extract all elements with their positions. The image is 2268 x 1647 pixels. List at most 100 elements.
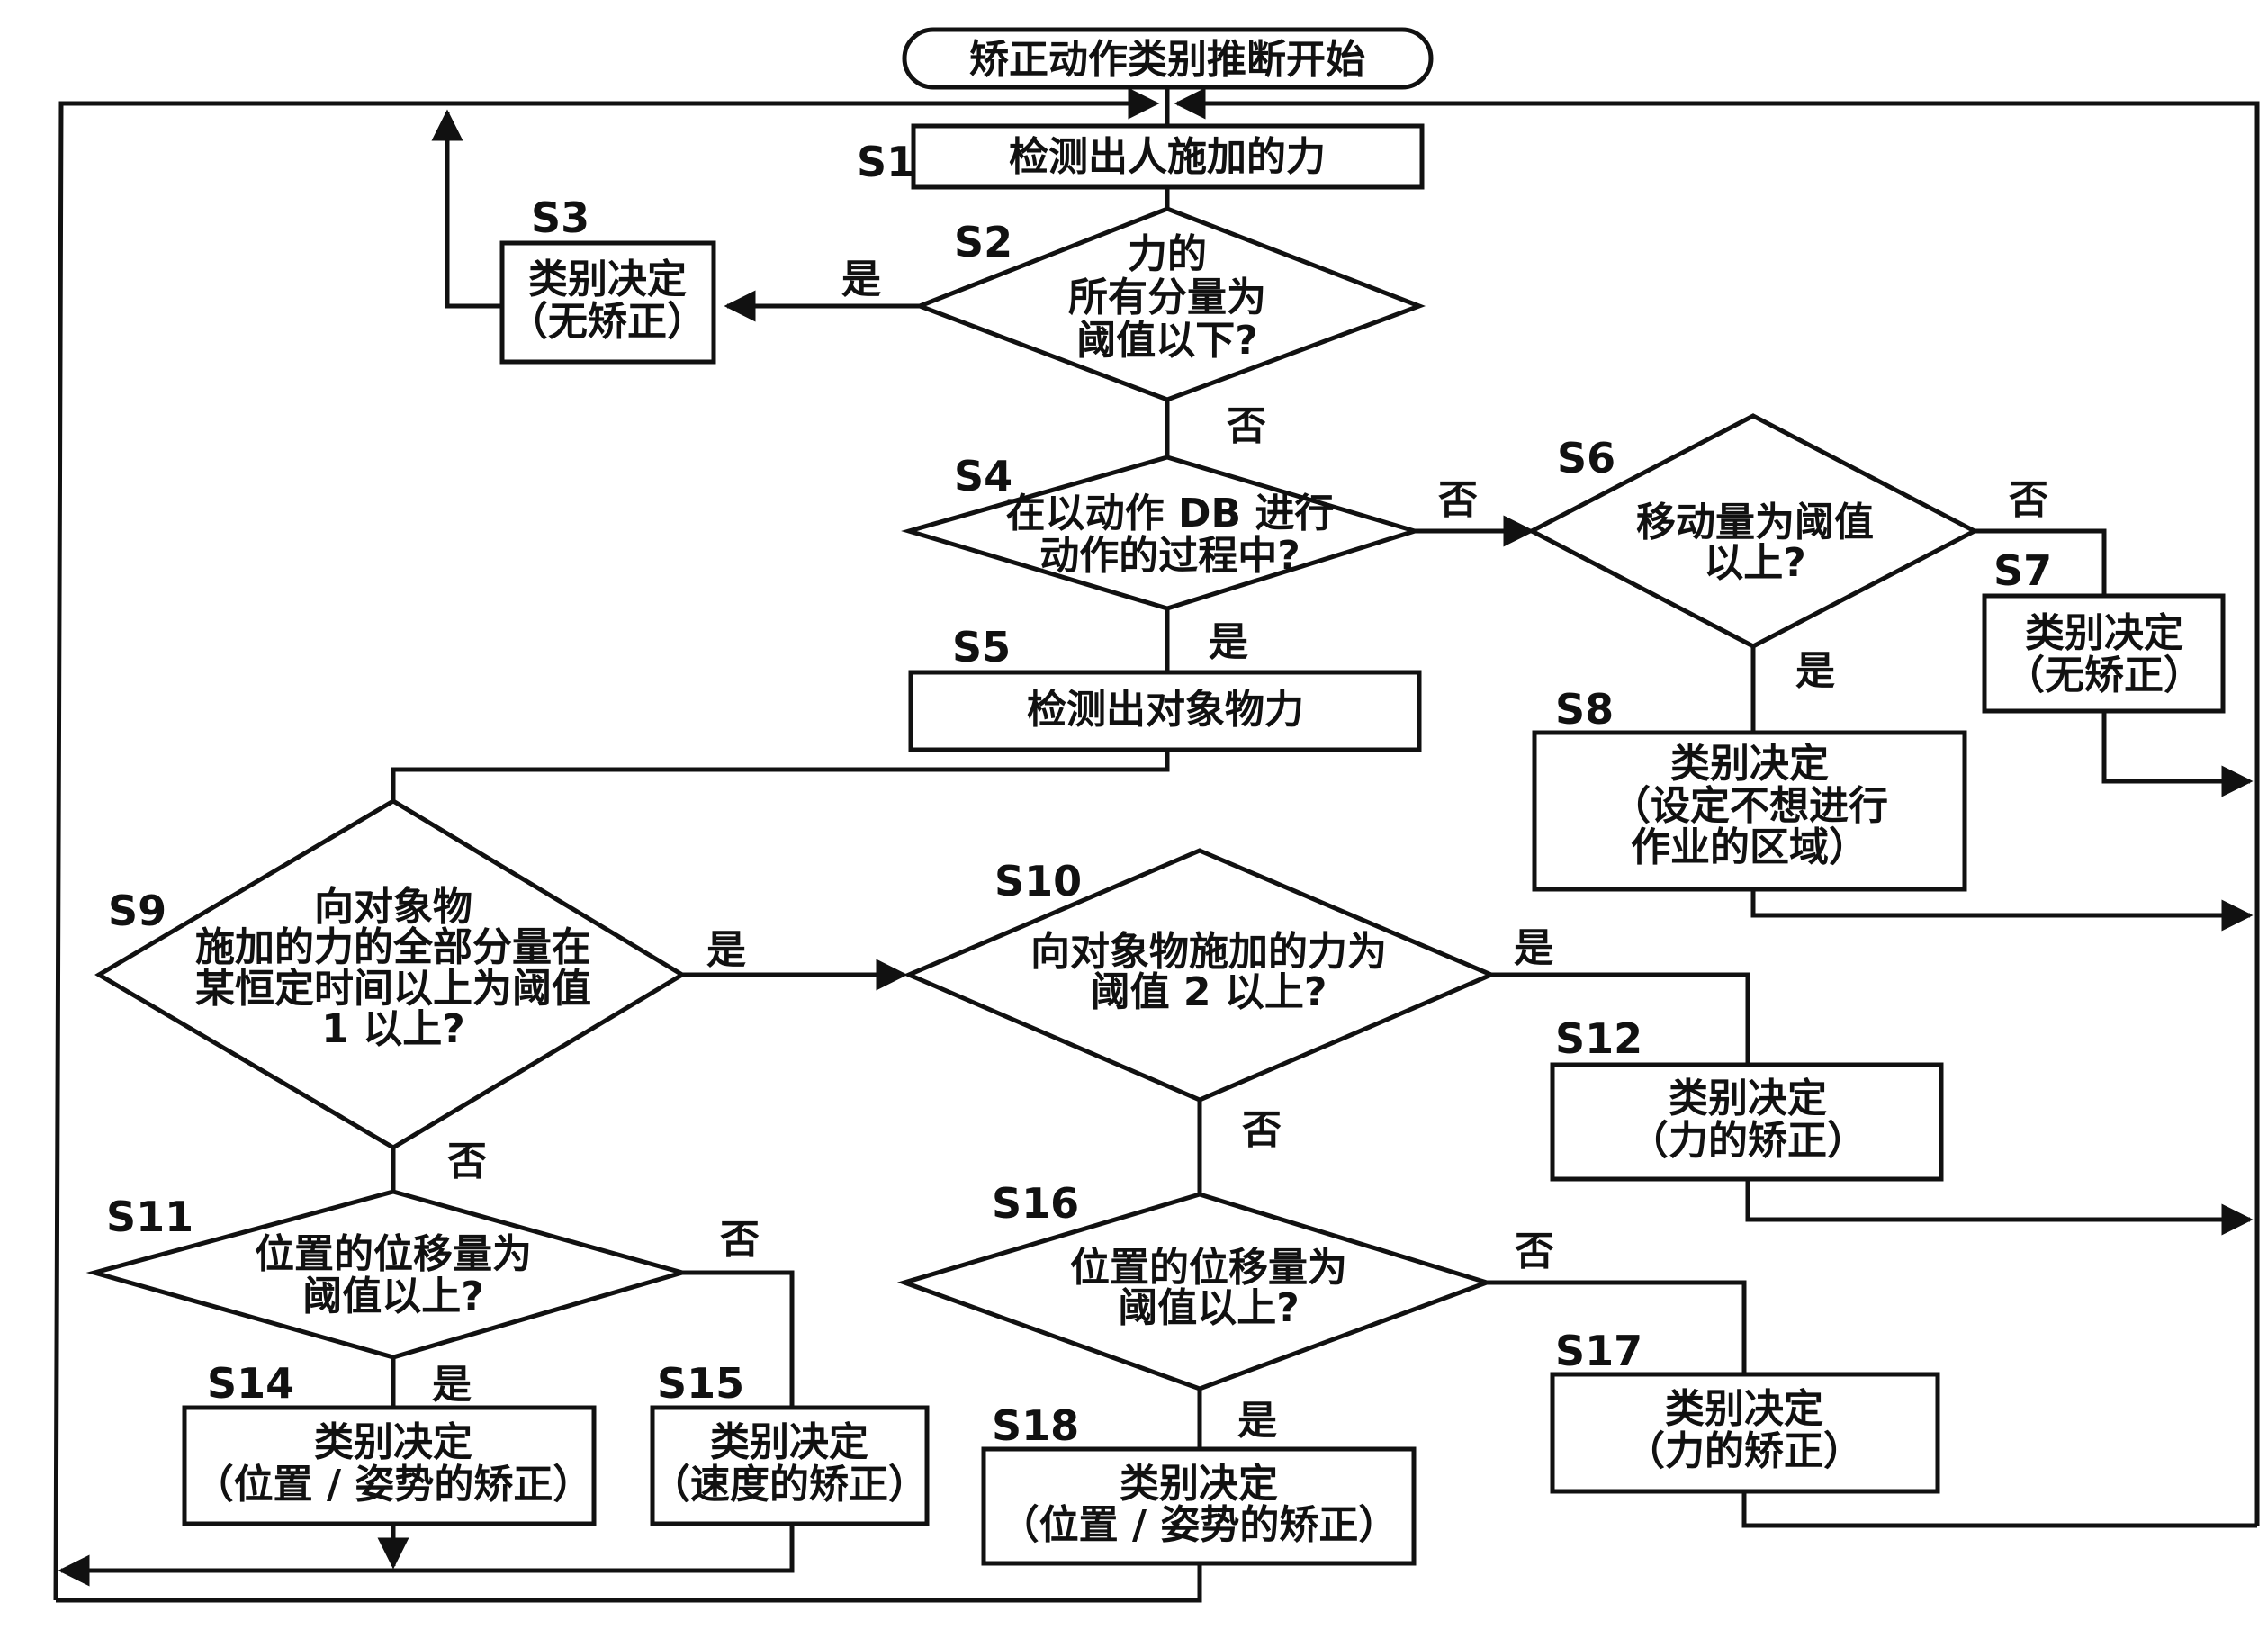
branch-s16-no: 否 (1515, 1228, 1554, 1274)
branch-s10-no: 否 (1242, 1107, 1282, 1153)
flow-left-loop (53, 87, 1160, 1601)
step-s5: S5 检测出对象物力 (908, 623, 1422, 752)
step-text-s7-line2: （无矫正） (2005, 652, 2203, 698)
step-text-s6-line1: 移动量为阈值 (1636, 500, 1874, 545)
connectors (53, 87, 2260, 1603)
step-s15: S15 类别决定 （速度的矫正） (650, 1359, 930, 1526)
step-text-s11-line2: 阈值以上? (302, 1274, 484, 1319)
step-s7: S7 类别决定 （无矫正） (1982, 546, 2226, 714)
step-label-s16: S16 (992, 1179, 1079, 1228)
step-label-s6: S6 (1557, 434, 1616, 482)
step-label-s8: S8 (1555, 685, 1614, 734)
step-text-s4-line1: 在以动作 DB 进行 (1006, 490, 1335, 536)
branch-s9-no: 否 (447, 1138, 487, 1184)
branch-s2-no: 否 (1227, 403, 1266, 449)
branch-s9-yes: 是 (706, 927, 746, 973)
start-terminal: 矫正动作类别推断开始 (902, 27, 1434, 90)
branch-s16-yes: 是 (1238, 1398, 1277, 1444)
decision-s9: S9 向对象物 施加的力的全部分量在 某恒定时间以上为阈值 1 以上? (94, 798, 687, 1150)
step-text-s15-line2: （速度的矫正） (651, 1462, 928, 1508)
branch-s4-yes: 是 (1209, 619, 1248, 665)
step-text-s18-line1: 类别决定 (1120, 1461, 1278, 1507)
step-text-s14-line2: （位置 / 姿势的矫正） (194, 1462, 593, 1508)
step-text-s6-line2: 以上? (1704, 540, 1806, 586)
step-text-s15-line1: 类别决定 (710, 1419, 868, 1465)
step-text-s5-line1: 检测出对象物力 (1027, 687, 1304, 733)
flow-s11-s15 (682, 1270, 795, 1408)
step-label-s11: S11 (106, 1192, 194, 1241)
flow-s16-s17 (1487, 1280, 1747, 1374)
step-text-s7-line1: 类别决定 (2025, 610, 2183, 656)
branch-labels: 是 否 否 是 否 是 是 否 是 否 否 是 否 是 (432, 256, 2048, 1444)
step-text-s8-line2: （设定不想进行 (1611, 783, 1888, 829)
step-label-s10: S10 (994, 857, 1082, 905)
step-s1: S1 检测出人施加的力 (857, 123, 1425, 190)
step-s18: S18 类别决定 （位置 / 姿势的矫正） (981, 1401, 1417, 1566)
flow-s12-return (1745, 1179, 2254, 1236)
step-label-s7: S7 (1994, 546, 2052, 595)
decision-s11: S11 位置的位移量为 阈值以上? (86, 1189, 691, 1360)
step-text-s16-line2: 阈值以上? (1118, 1285, 1300, 1331)
decision-s4: S4 在以动作 DB 进行 动作的过程中? (901, 452, 1423, 611)
flow-s15-return (58, 1524, 795, 1587)
flow-s6-s7 (1975, 528, 2107, 596)
start-label: 矫正动作类别推断开始 (969, 37, 1365, 83)
decision-s16: S16 位置的位移量为 阈值以上? (897, 1179, 1494, 1391)
step-s3: S3 类别决定 （无矫正） (500, 194, 716, 364)
step-label-s18: S18 (992, 1401, 1079, 1450)
step-s14: S14 类别决定 （位置 / 姿势的矫正） (182, 1359, 597, 1526)
flow-s18-return (56, 1563, 1202, 1603)
step-text-s4-line2: 动作的过程中? (1040, 533, 1300, 579)
step-text-s3-line1: 类别决定 (528, 256, 687, 302)
flow-s8-return (1750, 889, 2254, 932)
decision-s6: S6 移动量为阈值 以上? (1526, 413, 1980, 649)
step-text-s14-line1: 类别决定 (314, 1419, 472, 1465)
step-text-s2-line3: 阈值以下? (1076, 318, 1258, 364)
decision-s10: S10 向对象物施加的力为 阈值 2 以上? (903, 848, 1498, 1102)
step-text-s12-line1: 类别决定 (1669, 1076, 1827, 1121)
decision-s2: S2 力的 所有分量为 阈值以下? (914, 206, 1426, 402)
branch-s6-no: 否 (2009, 477, 2048, 523)
step-label-s15: S15 (657, 1359, 744, 1408)
step-text-s17-line2: （力的矫正） (1625, 1428, 1863, 1474)
step-label-s12: S12 (1555, 1014, 1642, 1063)
branch-s2-yes: 是 (842, 256, 881, 302)
flow-s5-s9 (391, 750, 1170, 801)
branch-s4-no: 否 (1438, 477, 1478, 523)
step-s8: S8 类别决定 （设定不想进行 作业的区域） (1532, 685, 1967, 892)
step-text-s16-line1: 位置的位移量为 (1070, 1245, 1347, 1291)
step-s12: S12 类别决定 （力的矫正） (1550, 1014, 1944, 1182)
flow-right-loop (1174, 87, 2260, 1526)
step-s17: S17 类别决定 （力的矫正） (1550, 1327, 1940, 1494)
flow-s17-return (1742, 1491, 2257, 1528)
flow-s7-return (2102, 711, 2254, 797)
step-text-s2-line1: 力的 (1128, 231, 1207, 277)
step-label-s1: S1 (857, 138, 915, 186)
step-text-s9-line2: 施加的力的全部分量在 (195, 924, 591, 970)
branch-s11-no: 否 (720, 1217, 760, 1263)
step-label-s14: S14 (207, 1359, 294, 1408)
flow-s10-s12 (1491, 972, 1750, 1065)
step-text-s10-line1: 向对象物施加的力为 (1030, 929, 1387, 975)
step-label-s17: S17 (1555, 1327, 1642, 1375)
step-text-s1-line1: 检测出人施加的力 (1009, 134, 1326, 180)
step-text-s17-line1: 类别决定 (1665, 1386, 1823, 1432)
step-text-s10-line2: 阈值 2 以上? (1091, 969, 1328, 1015)
step-text-s3-line2: （无矫正） (508, 299, 706, 345)
step-text-s8-line3: 作业的区域） (1631, 824, 1868, 870)
branch-s6-yes: 是 (1796, 648, 1835, 694)
step-text-s8-line1: 类别决定 (1670, 741, 1829, 787)
step-text-s9-line4: 1 以上? (321, 1006, 464, 1052)
step-label-s2: S2 (954, 218, 1012, 266)
flow-s3-return (431, 109, 502, 309)
step-text-s9-line3: 某恒定时间以上为阈值 (195, 966, 591, 1012)
branch-s11-yes: 是 (432, 1362, 472, 1408)
step-text-s18-line2: （位置 / 姿势的矫正） (1000, 1502, 1399, 1548)
step-label-s3: S3 (531, 194, 590, 242)
step-text-s9-line1: 向对象物 (314, 884, 472, 930)
step-label-s9: S9 (108, 886, 166, 935)
step-label-s4: S4 (954, 452, 1012, 500)
step-text-s11-line1: 位置的位移量为 (255, 1231, 532, 1277)
branch-s10-yes: 是 (1514, 925, 1553, 971)
